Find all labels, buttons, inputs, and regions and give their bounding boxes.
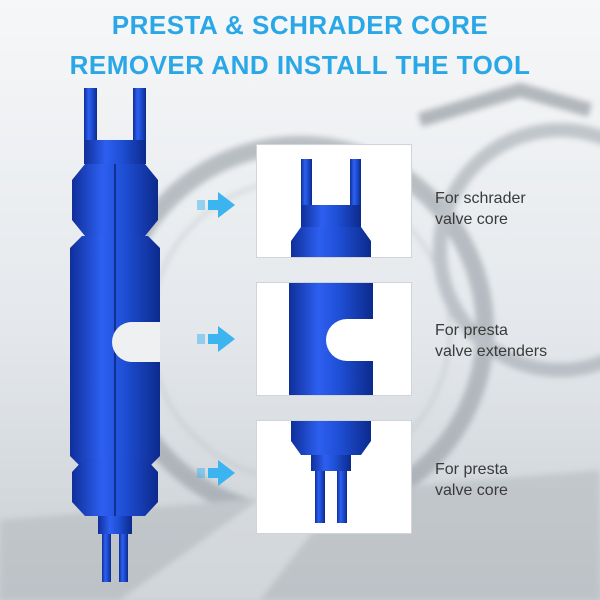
feature-label-line-2: valve core bbox=[435, 482, 508, 499]
right-arrow-icon bbox=[197, 192, 235, 218]
right-arrow-icon bbox=[197, 460, 235, 486]
feature-label-presta-core: For presta valve core bbox=[435, 459, 595, 501]
feature-label-line-2: valve core bbox=[435, 211, 508, 228]
valve-core-tool-image bbox=[70, 88, 160, 582]
right-arrow-icon bbox=[197, 326, 235, 352]
page-title-line-1: PRESTA & SCHRADER CORE bbox=[111, 10, 489, 40]
presta-core-detail-panel bbox=[256, 420, 412, 534]
feature-label-line-1: For presta bbox=[435, 322, 508, 339]
feature-label-line-1: For schrader bbox=[435, 190, 526, 207]
schrader-core-detail-panel bbox=[256, 144, 412, 258]
page-title-line-2: REMOVER AND INSTALL THE TOOL bbox=[69, 50, 531, 80]
feature-label-presta-extenders: For presta valve extenders bbox=[435, 320, 595, 362]
feature-label-line-1: For presta bbox=[435, 461, 508, 478]
presta-extender-detail-panel bbox=[256, 282, 412, 396]
feature-label-line-2: valve extenders bbox=[435, 343, 548, 360]
feature-label-schrader: For schrader valve core bbox=[435, 188, 595, 230]
